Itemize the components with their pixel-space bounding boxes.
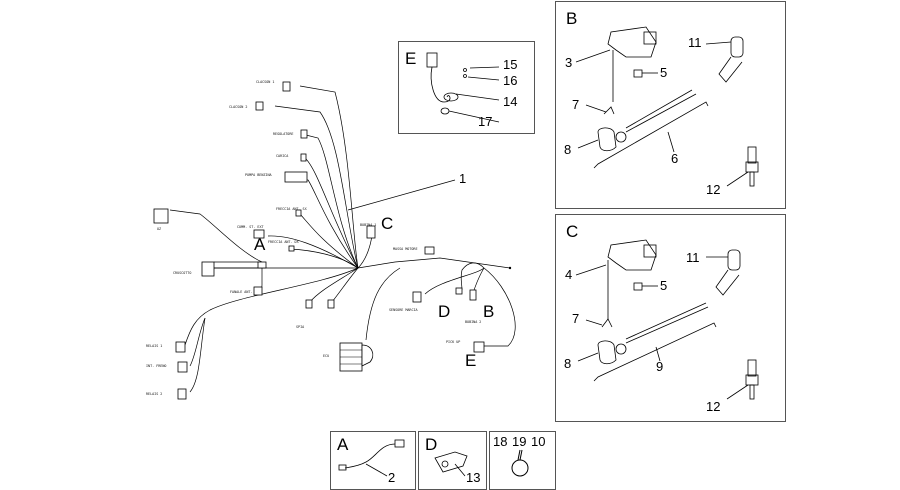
detail-box-c: C 4 5 7 8 9 11 12	[555, 214, 786, 422]
box-d-letter: D	[425, 435, 438, 454]
detail-box-a: A 2	[330, 431, 416, 490]
box-b-drawing	[575, 26, 759, 187]
box-e-letter: E	[405, 49, 417, 68]
label-relais-2: RELAIS 2	[146, 392, 163, 396]
clamp-part-10: 10	[531, 434, 546, 449]
clamp-drawing	[511, 449, 529, 477]
box-c-part-12: 12	[706, 399, 721, 414]
label-faro-ant: FANALE ANT.	[230, 290, 253, 294]
box-c-drawing	[575, 239, 759, 400]
callout-1: 1	[459, 171, 467, 186]
label-oz: OZ	[157, 227, 162, 231]
label-comm-st-ext: COMM. ST. EXT	[237, 225, 264, 229]
box-c-part-9: 9	[656, 359, 664, 374]
box-b-part-3: 3	[565, 55, 573, 70]
box-e-drawing	[426, 52, 500, 123]
box-b-part-12: 12	[706, 182, 721, 197]
label-pick-up: PICK UP	[446, 340, 461, 344]
label-bobina-1: BOBINA 1	[360, 223, 377, 227]
label-freccia-ant-dx: FRECCIA ANT. DX	[268, 240, 299, 244]
callout-letter-d: D	[438, 302, 451, 321]
box-c-part-11: 11	[686, 250, 700, 265]
label-relais-1: RELAIS 1	[146, 344, 163, 348]
label-int-freno: INT. FRENO	[146, 364, 167, 368]
box-e-part-14: 14	[503, 94, 518, 109]
detail-box-d: D 13	[418, 431, 487, 490]
box-a-part-2: 2	[388, 470, 396, 485]
label-freccia-ant-sx: FRECCIA ANT. SX	[276, 207, 307, 211]
label-sensore-marcia: SENSORE MARCIA	[389, 308, 418, 312]
box-a-letter: A	[337, 435, 349, 454]
box-d-drawing	[434, 451, 468, 477]
box-c-part-5: 5	[660, 278, 668, 293]
box-c-part-7: 7	[572, 311, 580, 326]
callout-letter-e: E	[465, 351, 477, 370]
clamp-part-18: 18	[493, 434, 508, 449]
box-e-part-16: 16	[503, 73, 518, 88]
box-c-part-4: 4	[565, 267, 573, 282]
box-b-letter: B	[566, 9, 578, 28]
label-clacson-1: CLACSON 1	[256, 80, 275, 84]
box-e-part-15: 15	[503, 57, 518, 72]
label-pompa-benzina: POMPA BENZINA	[245, 173, 272, 177]
label-bobina-2: BOBINA 2	[465, 320, 482, 324]
box-a-drawing	[338, 439, 405, 477]
box-c-letter: C	[566, 222, 579, 241]
box-b-part-6: 6	[671, 151, 679, 166]
label-carica: CARICA	[276, 154, 289, 158]
clamp-part-19: 19	[512, 434, 527, 449]
detail-box-b: B 3 5 7 8 6 11 12	[555, 1, 786, 209]
detail-box-e: E 15 16 14 17	[398, 41, 535, 134]
box-d-part-13: 13	[466, 470, 481, 485]
label-ecu: ECU	[323, 354, 330, 358]
box-b-part-5: 5	[660, 65, 668, 80]
label-regolatore: REGOLATORE	[273, 132, 294, 136]
label-spia: SPIA	[296, 325, 305, 329]
box-b-part-7: 7	[572, 97, 580, 112]
callout-letter-a: A	[254, 235, 266, 254]
box-c-part-8: 8	[564, 356, 572, 371]
box-b-part-11: 11	[688, 35, 702, 50]
callout-letter-b: B	[483, 302, 495, 321]
label-massa-motore: MASSA MOTORE	[393, 247, 418, 251]
box-e-part-17: 17	[478, 114, 493, 129]
label-cruscotto: CRUSCOTTO	[173, 271, 192, 275]
callout-letter-c: C	[381, 214, 394, 233]
detail-box-clamps: 18 19 10	[489, 431, 556, 490]
label-clacson-2: CLACSON 2	[229, 105, 248, 109]
box-b-part-8: 8	[564, 142, 572, 157]
